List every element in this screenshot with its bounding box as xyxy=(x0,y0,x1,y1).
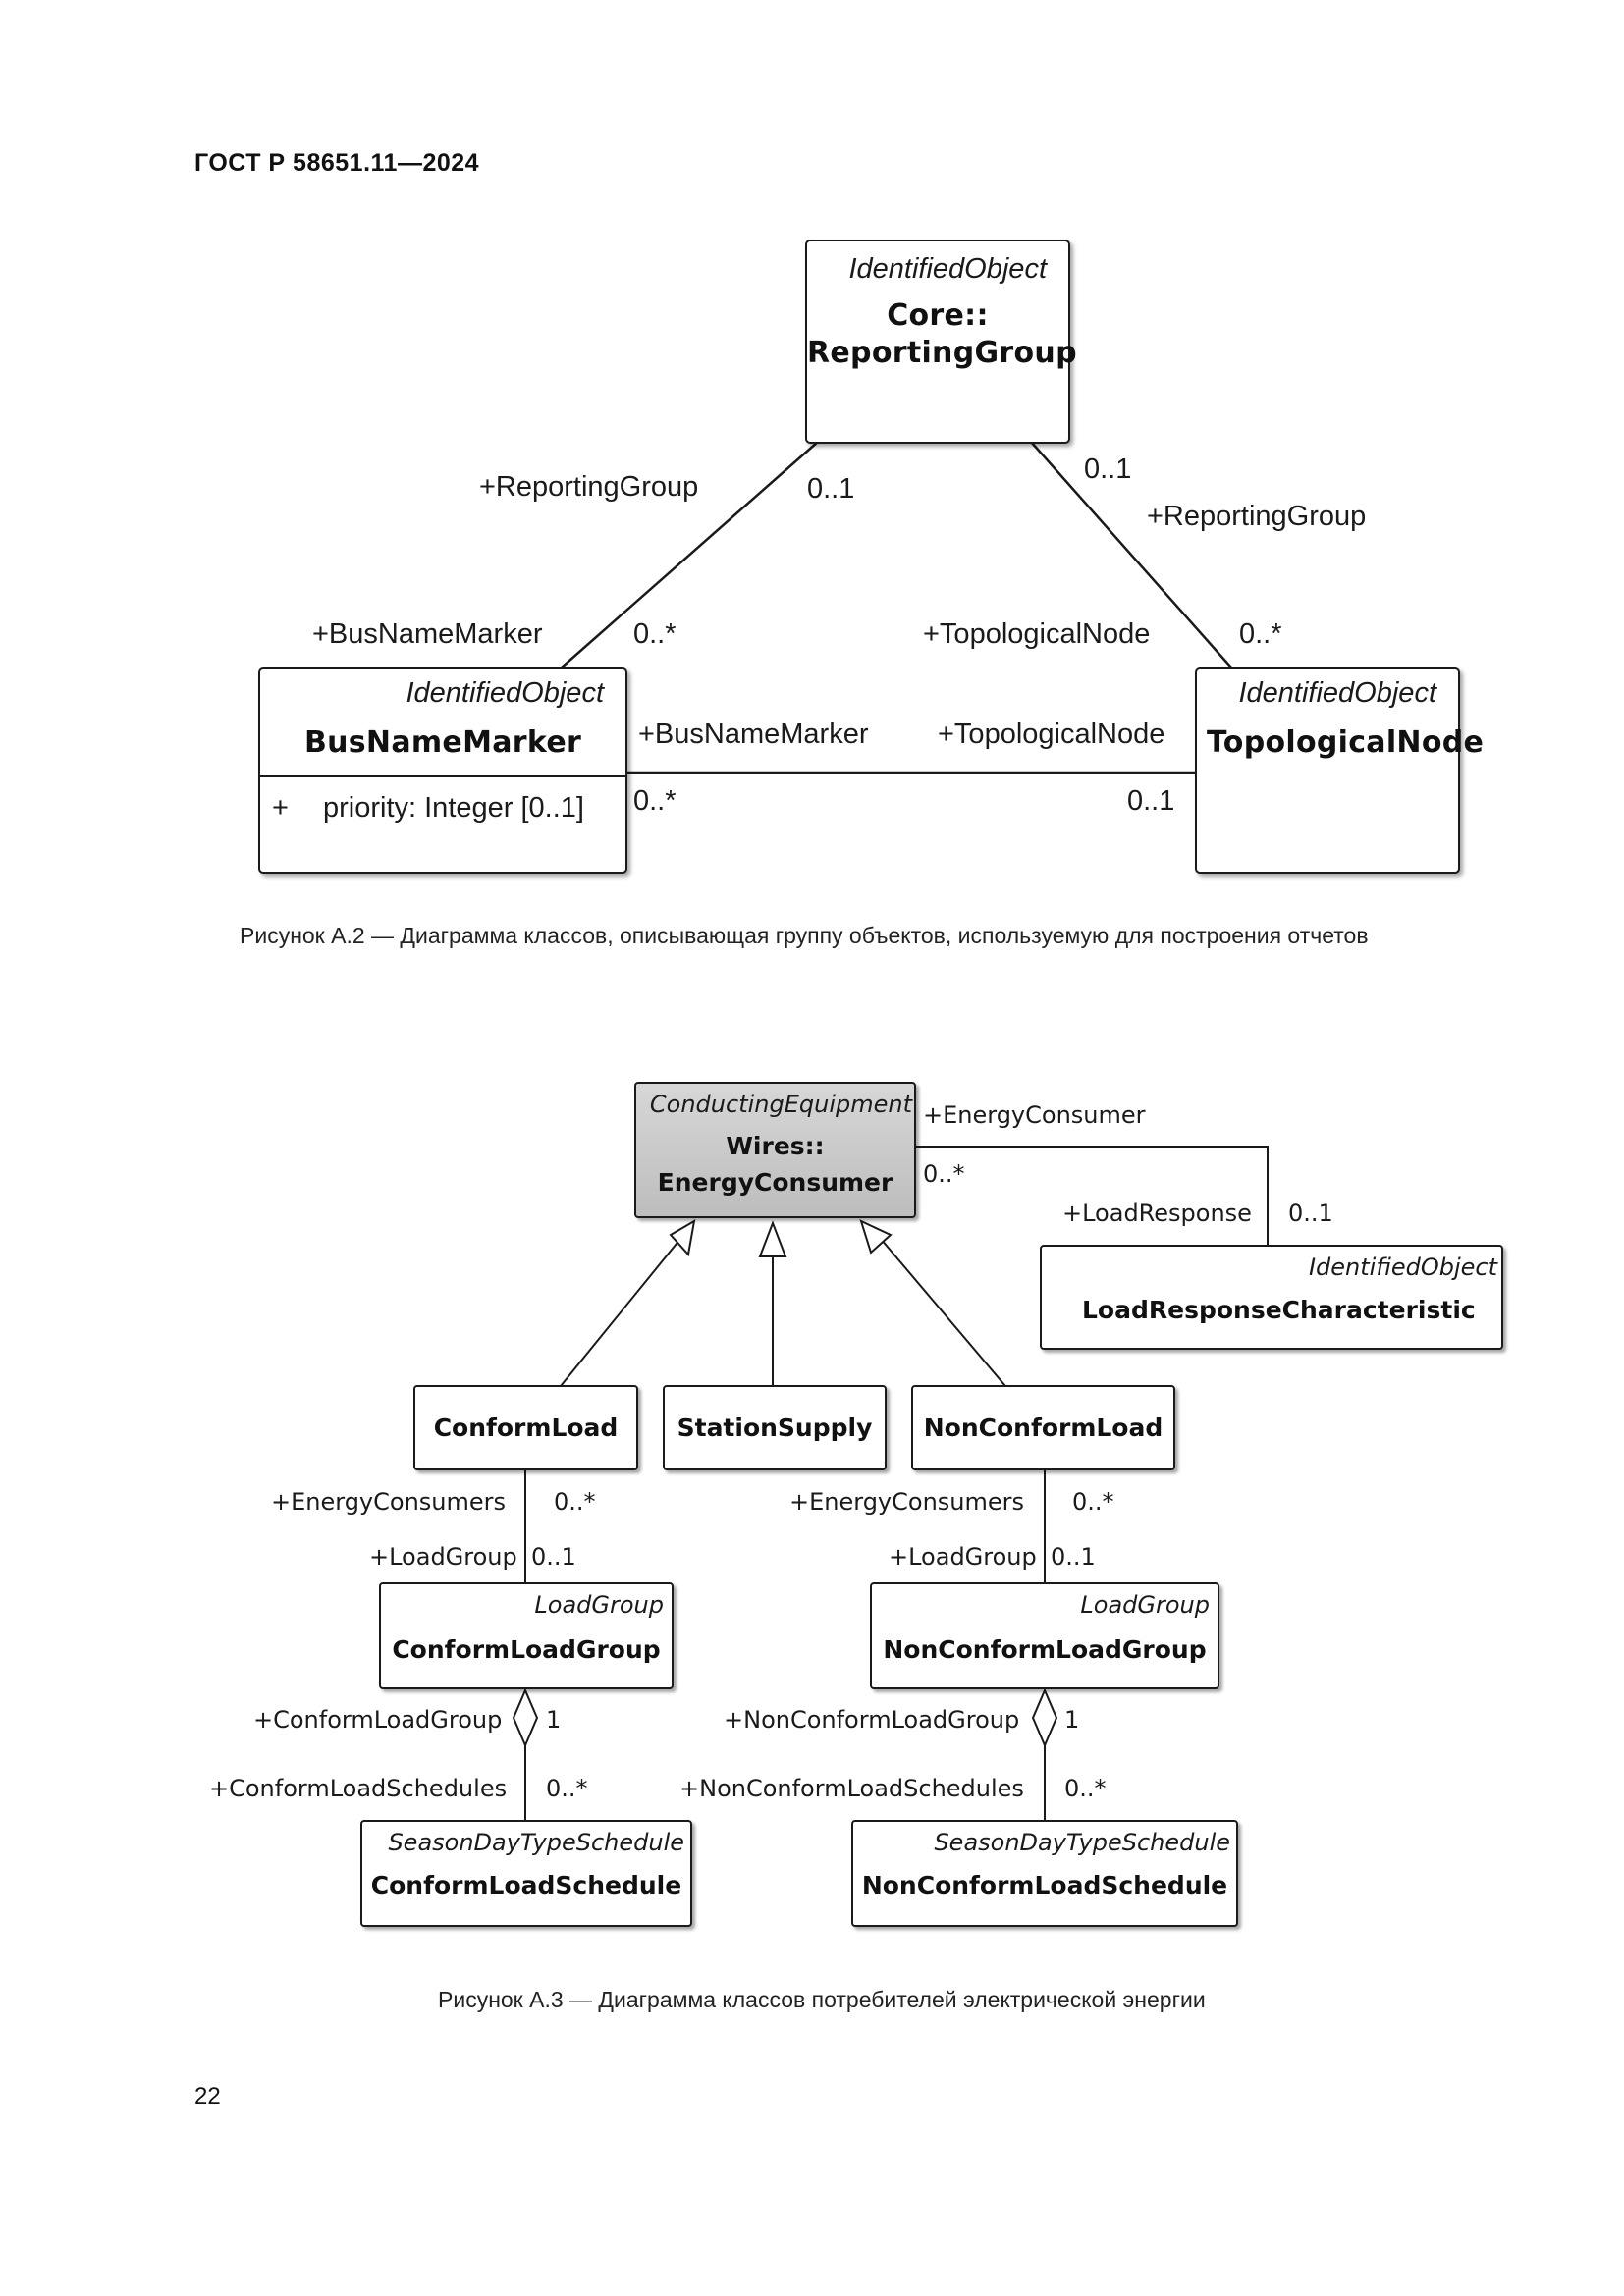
stereotype-label: IdentifiedObject xyxy=(1238,677,1436,709)
role-label: +LoadGroup xyxy=(889,1543,1037,1571)
class-bus-name-marker: IdentifiedObject BusNameMarker + priorit… xyxy=(258,667,627,874)
stereotype-label: SeasonDayTypeSchedule xyxy=(388,1829,684,1856)
stereotype-label: LoadGroup xyxy=(534,1591,664,1619)
generalization-arrowhead xyxy=(758,1220,787,1257)
assoc-reportinggroup-busnamemarker xyxy=(561,441,819,668)
class-non-conform-load-schedule: SeasonDayTypeSchedule NonConformLoadSche… xyxy=(851,1820,1238,1927)
class-name: NonConformLoadGroup xyxy=(883,1635,1207,1664)
multiplicity-label: 0..1 xyxy=(807,473,855,505)
role-label: +ConformLoadGroup xyxy=(253,1706,503,1734)
class-name: NonConformLoadSchedule xyxy=(861,1871,1228,1899)
role-label: +ReportingGroup xyxy=(1147,501,1367,532)
role-label: +NonConformLoadSchedules xyxy=(679,1775,1024,1802)
role-label: +TopologicalNode xyxy=(938,719,1165,750)
class-name: Core:: xyxy=(887,298,989,333)
class-name: StationSupply xyxy=(677,1414,873,1442)
role-label: +LoadGroup xyxy=(369,1543,517,1571)
stereotype-label: ConductingEquipment xyxy=(649,1091,912,1118)
multiplicity-label: 0..* xyxy=(554,1488,596,1516)
class-name: BusNameMarker xyxy=(303,725,582,760)
role-label: +NonConformLoadGroup xyxy=(724,1706,1020,1734)
class-reporting-group: IdentifiedObject Core:: ReportingGroup xyxy=(805,240,1077,444)
generalization-arrowhead xyxy=(669,1219,696,1257)
class-conform-load: ConformLoad xyxy=(413,1385,638,1470)
role-label: +TopologicalNode xyxy=(923,618,1151,650)
multiplicity-label: 0..1 xyxy=(531,1543,576,1571)
role-label: +EnergyConsumers xyxy=(271,1488,507,1516)
class-conform-load-group: LoadGroup ConformLoadGroup xyxy=(379,1582,674,1689)
role-label: +LoadResponse xyxy=(1062,1200,1252,1227)
role-label: +ConformLoadSchedules xyxy=(209,1775,508,1802)
multiplicity-label: 0..* xyxy=(1239,618,1282,650)
class-name: TopologicalNode xyxy=(1207,725,1485,760)
class-name: ConformLoadSchedule xyxy=(370,1871,682,1899)
document-header: ГОСТ Р 58651.11—2024 xyxy=(194,149,480,177)
page-number: 22 xyxy=(194,2083,221,2109)
figure-caption-a2: Рисунок А.2 — Диаграмма классов, описыва… xyxy=(240,923,1369,948)
multiplicity-label: 0..1 xyxy=(1084,454,1132,485)
class-energy-consumer: ConductingEquipment Wires:: EnergyConsum… xyxy=(634,1082,916,1218)
multiplicity-label: 0..* xyxy=(1072,1488,1114,1516)
class-non-conform-load-group: LoadGroup NonConformLoadGroup xyxy=(870,1582,1219,1689)
multiplicity-label: 0..1 xyxy=(1288,1200,1333,1227)
role-label: +EnergyConsumer xyxy=(923,1101,1146,1129)
stereotype-label: IdentifiedObject xyxy=(1308,1254,1497,1281)
class-name: NonConformLoad xyxy=(923,1414,1164,1442)
multiplicity-label: 0..1 xyxy=(1051,1543,1096,1571)
stereotype-label: LoadGroup xyxy=(1080,1591,1210,1619)
class-non-conform-load: NonConformLoad xyxy=(911,1385,1175,1470)
generalization-arrowhead xyxy=(859,1219,893,1255)
figure-a2-connectors xyxy=(561,441,1232,774)
attribute-divider xyxy=(260,775,625,777)
multiplicity-label: 0..* xyxy=(923,1160,965,1188)
figure-caption-a3: Рисунок А.3 — Диаграмма классов потребит… xyxy=(438,1987,1206,2012)
multiplicity-label: 0..* xyxy=(633,785,677,817)
class-conform-load-schedule: SeasonDayTypeSchedule ConformLoadSchedul… xyxy=(360,1820,692,1927)
generalization-conformload xyxy=(560,1238,681,1387)
role-label: +BusNameMarker xyxy=(312,618,543,650)
figure-a3-connectors xyxy=(512,1146,1269,1820)
stereotype-label: SeasonDayTypeSchedule xyxy=(934,1829,1230,1856)
multiplicity-label: 0..* xyxy=(633,618,677,650)
multiplicity-label: 0..* xyxy=(1064,1775,1107,1802)
class-topological-node: IdentifiedObject TopologicalNode xyxy=(1195,667,1484,874)
class-name: ConformLoad xyxy=(433,1414,619,1442)
stereotype-label: IdentifiedObject xyxy=(848,253,1047,285)
stereotype-label: IdentifiedObject xyxy=(406,677,604,709)
role-label: +EnergyConsumers xyxy=(789,1488,1025,1516)
role-label: +ReportingGroup xyxy=(479,471,699,503)
class-name: ConformLoadGroup xyxy=(392,1635,661,1664)
attribute-visibility: + xyxy=(272,792,289,824)
multiplicity-label: 0..1 xyxy=(1127,785,1175,817)
class-name: ReportingGroup xyxy=(807,336,1077,370)
multiplicity-label: 1 xyxy=(546,1706,562,1734)
class-load-response-characteristic: IdentifiedObject LoadResponseCharacteris… xyxy=(1040,1245,1503,1350)
class-name: EnergyConsumer xyxy=(657,1168,893,1197)
aggregation-diamond xyxy=(1031,1687,1058,1748)
aggregation-diamond xyxy=(512,1687,539,1748)
class-station-supply: StationSupply xyxy=(663,1385,887,1470)
multiplicity-label: 1 xyxy=(1064,1706,1080,1734)
assoc-reportinggroup-topologicalnode xyxy=(1030,441,1232,668)
class-name: Wires:: xyxy=(726,1132,825,1160)
attribute-priority: priority: Integer [0..1] xyxy=(323,792,584,824)
generalization-nonconformload xyxy=(880,1238,1006,1387)
role-label: +BusNameMarker xyxy=(638,719,869,750)
assoc-energyconsumer-loadresponse xyxy=(915,1146,1269,1245)
multiplicity-label: 0..* xyxy=(546,1775,588,1802)
class-name: LoadResponseCharacteristic xyxy=(1082,1296,1476,1324)
